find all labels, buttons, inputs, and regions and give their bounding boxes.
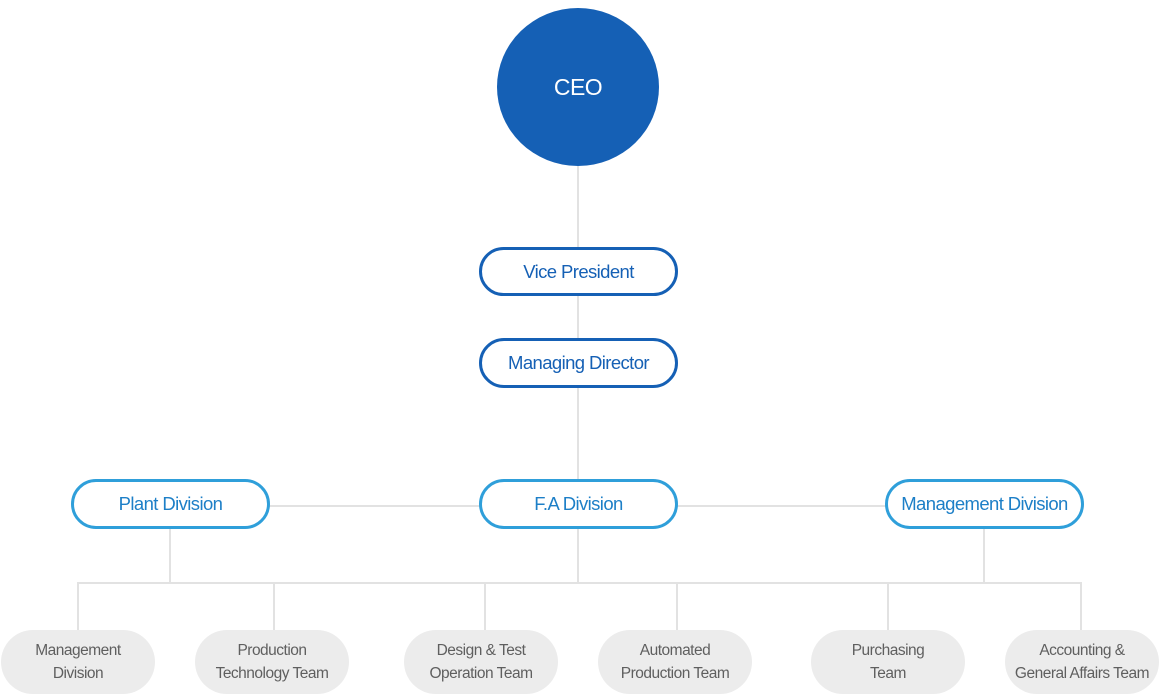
vice-president-label: Vice President [523,260,634,282]
team-node-management-division: Management Division [1,630,155,694]
connector-ceo-to-vp [577,166,579,248]
team-label-line2: Production Team [620,665,730,682]
plant-division-node: Plant Division [71,479,270,529]
connector-team-5 [887,582,889,631]
team-label-line2: Operation Team [429,665,534,682]
connector-team-6 [1080,582,1082,631]
connector-team-2 [273,582,275,631]
team-node-design-test-operation: Design & Test Operation Team [404,630,558,694]
team-label-line1: Purchasing [851,642,925,659]
team-label-line1: Automated [639,642,711,659]
managing-director-label: Managing Director [508,352,650,373]
connector-team-1 [77,582,79,631]
management-division-node: Management Division [885,479,1084,529]
connector-md-to-fa [577,387,579,480]
fa-division-node: F.A Division [479,479,678,529]
connector-management-down [983,528,985,583]
team-node-purchasing: Purchasing Team [811,630,965,694]
ceo-node: CEO [497,8,659,166]
plant-division-label: Plant Division [118,493,223,514]
connector-team-horizontal [77,582,1082,584]
connector-team-4 [676,582,678,631]
connector-plant-down [169,528,171,583]
team-label-line1: Management [35,642,121,659]
ceo-label: CEO [553,73,603,100]
team-label-line1: Production [237,642,307,659]
connector-vp-to-md [577,295,579,339]
team-label-line2: Technology Team [215,665,329,682]
connector-team-3 [484,582,486,631]
managing-director-node: Managing Director [479,338,678,388]
connector-fa-down [577,528,579,583]
fa-division-label: F.A Division [534,493,623,514]
team-node-accounting-general-affairs: Accounting & General Affairs Team [1005,630,1159,694]
team-label-line2: Division [52,665,104,682]
team-label-line2: General Affairs Team [1014,665,1150,682]
team-node-automated-production: Automated Production Team [598,630,752,694]
team-label-line1: Accounting & [1039,642,1125,659]
team-label-line2: Team [870,665,906,682]
management-division-label: Management Division [901,493,1068,514]
team-label-line1: Design & Test [436,642,526,659]
vice-president-node: Vice President [479,247,678,296]
team-node-production-technology: Production Technology Team [195,630,349,694]
